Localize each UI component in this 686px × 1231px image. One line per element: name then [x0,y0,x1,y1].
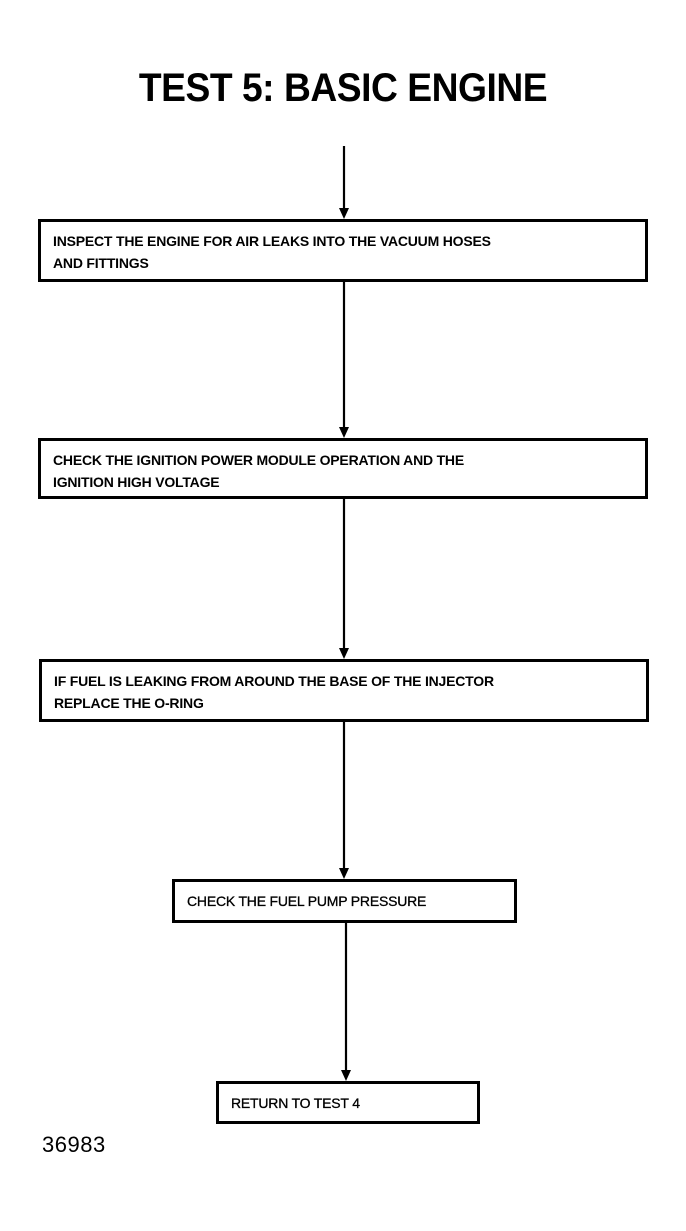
arrowhead-1 [339,427,349,438]
step-box-fuel-pump-pressure: CHECK THE FUEL PUMP PRESSURE [172,879,517,923]
arrowhead-3 [339,868,349,879]
step-box-check-ignition: CHECK THE IGNITION POWER MODULE OPERATIO… [38,438,648,499]
arrowhead-0 [339,208,349,219]
arrowhead-4 [341,1070,351,1081]
diagram-title: TEST 5: BASIC ENGINE [138,66,548,110]
step-box-inspect-air-leaks: INSPECT THE ENGINE FOR AIR LEAKS INTO TH… [38,219,648,282]
step-box-return-to-test-4: RETURN TO TEST 4 [216,1081,480,1124]
step-box-fuel-leak-injector: IF FUEL IS LEAKING FROM AROUND THE BASE … [39,659,649,722]
figure-number: 36983 [42,1132,106,1157]
arrowhead-2 [339,648,349,659]
